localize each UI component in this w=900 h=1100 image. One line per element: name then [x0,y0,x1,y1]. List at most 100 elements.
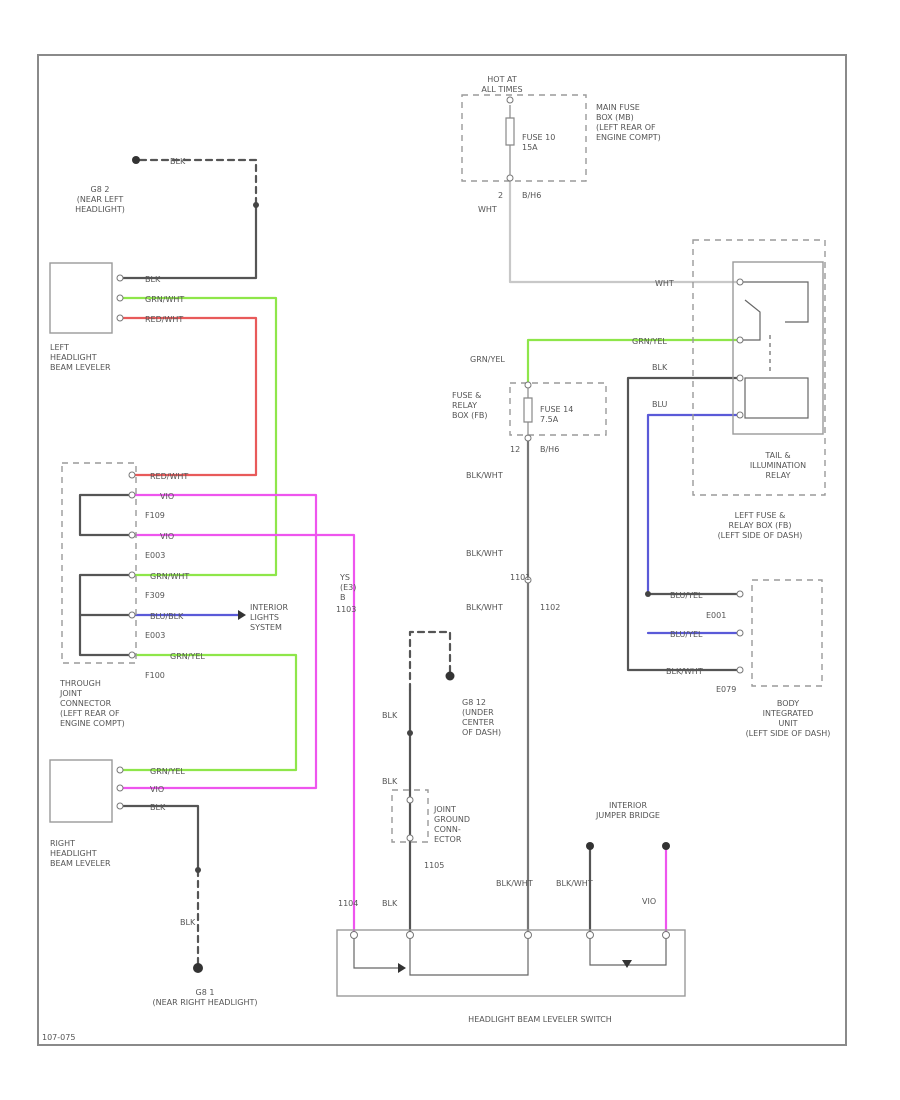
label-g2-wire: BLK [170,157,186,166]
body-integrated-unit-box [751,579,823,687]
wire-red-wht-left [118,316,258,477]
through-joint-connector-box [61,462,137,664]
wire-wht-fuse10 [508,178,742,284]
jumper-terminal-1 [586,842,594,850]
wire-blk-g12-dash [408,630,452,692]
node-g2 [253,202,259,208]
label-joint-f100: F100 [145,671,165,680]
node-g12 [407,730,413,736]
wire-blk-left-leveler [118,203,258,280]
label-1102: 1102 [540,603,560,612]
label-joint-vio-2: VIO [160,532,174,541]
left-headlight-beam-leveler-box [49,262,113,334]
label-unit-blu: BLU/YEL [670,630,703,639]
label-joint-red-wht: RED/WHT [150,472,188,481]
label-grn-yel-top: GRN/YEL [470,355,505,364]
main-fuse-box [461,94,587,182]
jumper-terminal-2 [662,842,670,850]
fuse-14-symbol [523,388,533,436]
arrow-interior-lights [238,610,246,620]
switch-arrow [398,963,406,973]
wire-blu-relay [646,413,742,594]
wire-grn-wht-left [118,296,278,577]
label-right-vio: VIO [150,785,164,794]
ground-g1-terminal [193,963,203,973]
label-fuse-10-wire: WHT [478,205,497,214]
label-unit-blu-yel: BLU/YEL [670,591,703,600]
label-g1: G8 1(NEAR RIGHT HEADLIGHT) [152,988,257,1007]
label-left-fuse-box: LEFT FUSE &RELAY BOX (FB)(LEFT SIDE OF D… [718,511,803,540]
label-left-leveler-blk: BLK [145,275,161,284]
switch-arrow-2 [622,960,632,968]
label-right-blk: BLK [150,803,166,812]
joint-link-1 [78,493,134,537]
label-joint-f309: F309 [145,591,165,600]
label-1103: 1103 [336,605,356,614]
wire-blk-right-leveler [118,804,200,872]
ground-g2-terminal [132,156,140,164]
label-left-red-wht: RED/WHT [145,315,183,324]
relay-coil [744,377,809,419]
label-joint-vio-1: VIO [160,492,174,501]
label-fuse-14-pin: 12 [510,445,520,454]
node-relay [645,591,651,597]
label-fuse-10-pin: 2 [498,191,503,200]
fuse-relay-box-fb [509,382,607,436]
label-e001: E001 [706,611,726,620]
wire-vio-1 [118,493,318,790]
label-g1-wire: BLK [180,918,196,927]
label-joint-f109: F109 [145,511,165,520]
label-blk-wht-2: BLK/WHT [466,549,503,558]
label-1104: 1104 [338,899,358,908]
label-fuse-14-conn: B/H6 [540,445,559,454]
ground-g12-terminal [445,671,455,681]
label-g12-wire: BLK [382,711,398,720]
label-jumper-vio: VIO [642,897,656,906]
label-unit-blk-wht: BLK/WHT [666,667,703,676]
label-right-grn-yel: GRN/YEL [150,767,185,776]
label-ys: YS(E3)B [339,573,356,602]
label-jumper-blk-wht: BLK/WHT [556,879,593,888]
label-relay-blk: BLK [652,363,668,372]
label-1101: 1101 [510,573,530,582]
label-left-grn-wht: GRN/WHT [145,295,184,304]
label-e079: E079 [716,685,736,694]
wire-grn-yel-relay [526,338,742,387]
label-fuse-10-conn: B/H6 [522,191,541,200]
label-relay-blu: BLU [652,400,668,409]
node-g1 [195,867,201,873]
label-grn-yel-relay: GRN/YEL [632,337,667,346]
diagram-frame [37,54,847,1046]
wire-blk-g2 [138,158,258,207]
label-ref: 107-075 [42,1033,75,1042]
left-fuse-relay-box [692,239,826,496]
wire-grn-yel-right [118,653,298,772]
label-joint-e003b: E003 [145,631,165,640]
label-switch: HEADLIGHT BEAM LEVELER SWITCH [468,1015,612,1024]
right-headlight-beam-leveler-box [49,759,113,823]
label-switch-blk-wht: BLK/WHT [496,879,533,888]
label-joint-e003: E003 [145,551,165,560]
label-joint-blu-blk: BLU/BLK [150,612,184,621]
label-joint-grn-wht: GRN/WHT [150,572,189,581]
tail-illumination-relay-box [732,261,824,435]
label-1105: 1105 [424,861,444,870]
connector-pins [116,96,744,939]
label-wht-relay: WHT [655,279,674,288]
wire-vio-2 [130,533,356,937]
